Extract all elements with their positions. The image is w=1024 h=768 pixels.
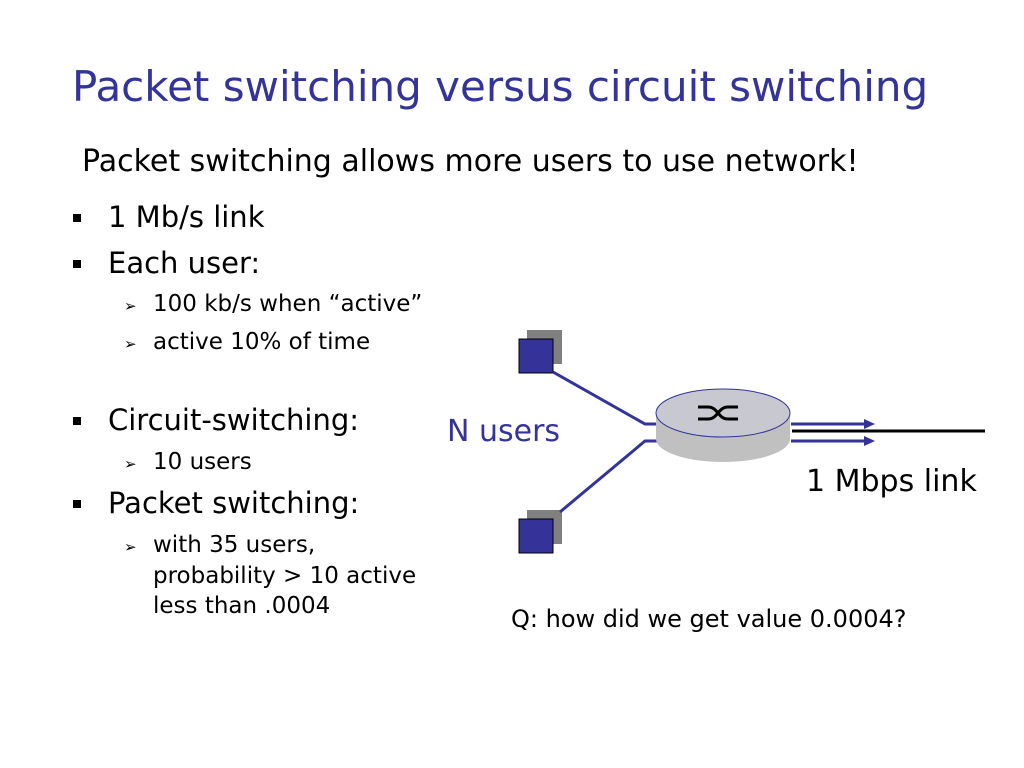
bullet-square-icon [73, 417, 81, 425]
bullet-link: 1 Mb/s link [108, 200, 265, 234]
sub-bullet: 100 kb/s when “active” [153, 291, 423, 317]
arrow-bullet-icon: ➢ [124, 538, 137, 556]
router-icon [655, 388, 791, 462]
sub-bullet: with 35 users, [153, 532, 316, 558]
slide-subtitle: Packet switching allows more users to us… [82, 144, 859, 179]
sub-bullet: probability > 10 active [153, 563, 417, 589]
arrow-bullet-icon: ➢ [124, 455, 137, 473]
user-host-icon [518, 330, 562, 374]
arrow-bullet-icon: ➢ [124, 335, 137, 353]
sub-bullet: 10 users [153, 449, 252, 475]
bullet-square-icon [73, 500, 81, 508]
bullet-square-icon [73, 214, 81, 222]
user-link [552, 370, 660, 426]
arrow-bullet-icon: ➢ [124, 297, 137, 315]
user-host-icon [518, 510, 562, 554]
sub-bullet: active 10% of time [153, 329, 371, 355]
link-label: 1 Mbps link [806, 464, 977, 499]
flow-arrow [791, 419, 875, 446]
question-text: Q: how did we get value 0.0004? [511, 605, 907, 633]
bullet-packet: Packet switching: [108, 486, 360, 520]
bullet-circuit: Circuit-switching: [108, 403, 360, 437]
slide-title: Packet switching versus circuit switchin… [72, 62, 929, 111]
bullet-square-icon [73, 260, 81, 268]
bullet-each-user: Each user: [108, 246, 261, 280]
n-users-label: N users [447, 414, 561, 449]
sub-bullet: less than .0004 [153, 593, 331, 619]
user-link [559, 439, 660, 514]
